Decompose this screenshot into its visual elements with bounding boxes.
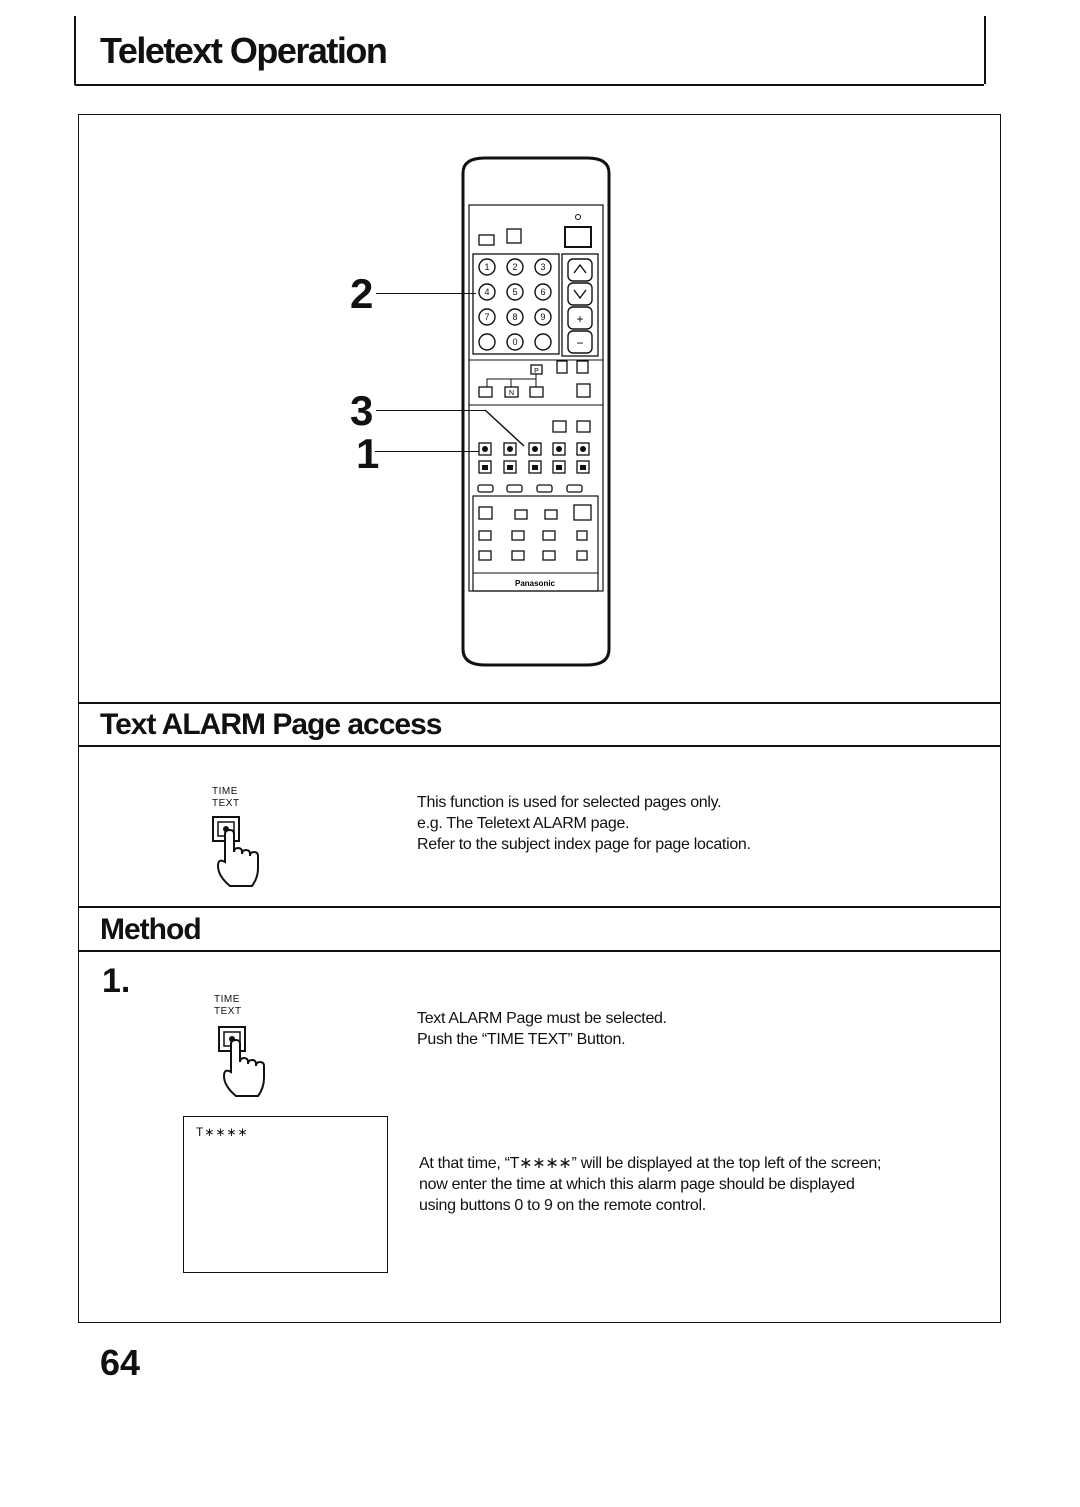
tv-av-key — [478, 234, 495, 246]
header-border-bottom — [74, 84, 984, 86]
svg-text:2: 2 — [512, 262, 517, 272]
svg-text:0: 0 — [512, 337, 517, 347]
screen-time-prompt: T∗∗∗∗ — [196, 1125, 249, 1139]
method-section-title: Method — [100, 913, 202, 946]
time-text-button-press-icon-2 — [218, 1026, 265, 1097]
svg-text:8: 8 — [512, 312, 517, 322]
alarm-description: This function is used for selected pages… — [417, 794, 751, 853]
digit-keys — [478, 258, 552, 351]
svg-text:5: 5 — [512, 287, 517, 297]
svg-text:6: 6 — [540, 287, 545, 297]
time-text-label-2: TIME TEXT — [214, 994, 242, 1017]
time-text-key — [478, 442, 492, 456]
header-border-right — [984, 16, 986, 84]
tv-screen-illustration: T∗∗∗∗ — [183, 1116, 388, 1273]
screen-note: At that time, “T∗∗∗∗” will be displayed … — [419, 1155, 882, 1214]
callout-2-line — [376, 293, 476, 294]
svg-text:N: N — [509, 390, 514, 397]
picture-key — [506, 228, 522, 244]
svg-text:1: 1 — [484, 262, 489, 272]
time-text-button-press-icon — [212, 816, 259, 887]
svg-text:−: − — [576, 336, 583, 350]
alarm-section-title: Text ALARM Page access — [100, 708, 442, 741]
step-number: 1. — [102, 962, 131, 1000]
time-text-label-1: TIME TEXT — [212, 786, 240, 809]
callout-3: 3 — [350, 387, 374, 434]
method-section-bar: Method — [78, 906, 1001, 952]
content-frame — [78, 114, 1001, 1323]
callout-3-leader — [484, 409, 525, 447]
callout-3-line — [376, 410, 486, 411]
callout-2: 2 — [350, 270, 374, 317]
remote-brand: Panasonic — [515, 579, 556, 588]
svg-text:+: + — [576, 312, 583, 326]
remote-body — [461, 156, 611, 667]
page-title: Teletext Operation — [100, 30, 388, 71]
callout-1: 1 — [356, 430, 380, 477]
page-number: 64 — [100, 1342, 141, 1383]
alarm-section-bar: Text ALARM Page access — [78, 702, 1001, 747]
svg-text:9: 9 — [540, 312, 545, 322]
step-instructions: Text ALARM Page must be selected. Push t… — [417, 1010, 667, 1048]
header-border-left — [74, 16, 76, 84]
power-key — [564, 226, 592, 248]
svg-text:3: 3 — [540, 262, 545, 272]
callout-1-line — [375, 451, 479, 452]
svg-text:4: 4 — [484, 287, 489, 297]
svg-text:P: P — [534, 368, 539, 375]
remote-control-illustration: 1 2 3 4 5 6 7 8 9 0 + − P N — [461, 156, 611, 667]
svg-text:7: 7 — [484, 312, 489, 322]
